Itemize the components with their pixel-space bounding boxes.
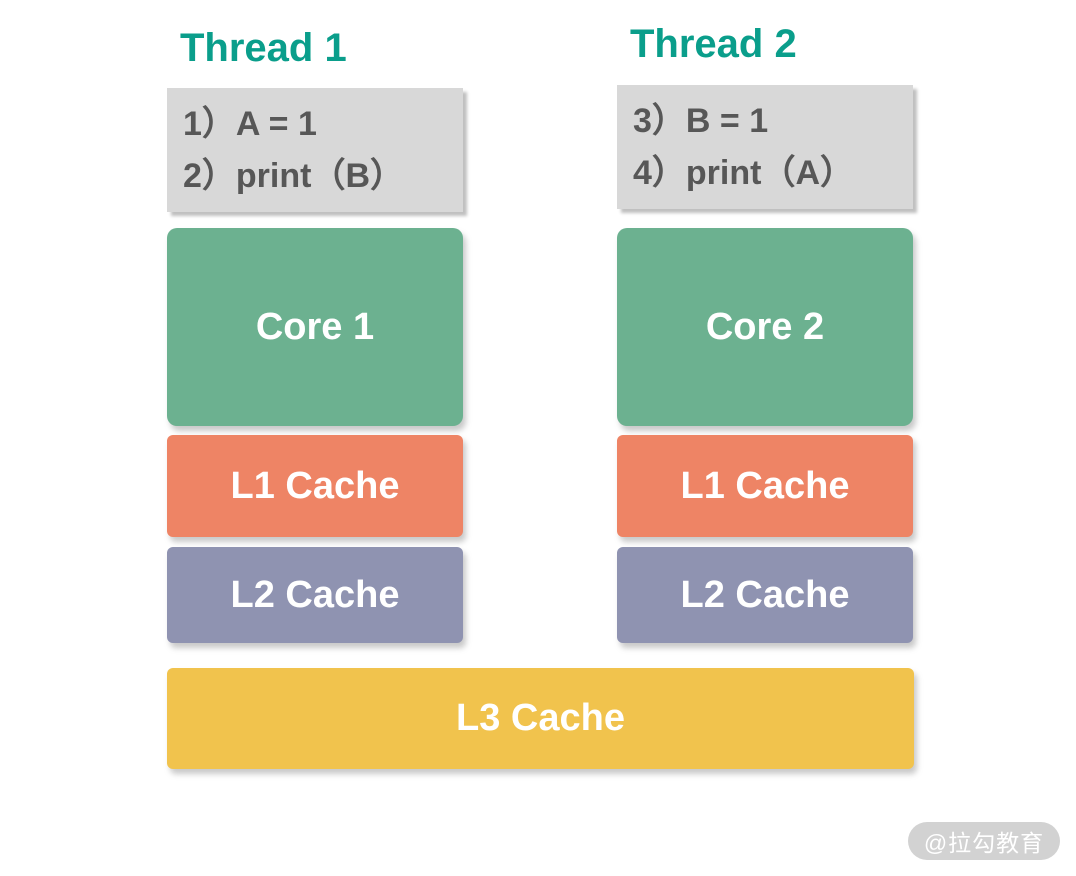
l1-cache-2-box: L1 Cache (617, 435, 913, 537)
l1-cache-1-box: L1 Cache (167, 435, 463, 537)
watermark-badge: @拉勾教育 (908, 822, 1060, 860)
thread-1-code-line-2: 2）print（B） (183, 157, 404, 195)
thread-2-title: Thread 2 (630, 22, 797, 66)
thread-2-column: Thread 2 3）B = 1 4）print（A） Core 2 L1 Ca… (617, 0, 913, 876)
l2-cache-1-box: L2 Cache (167, 547, 463, 643)
thread-2-code-line-1: 3）B = 1 (633, 102, 769, 140)
l2-cache-2-box: L2 Cache (617, 547, 913, 643)
core-1-box: Core 1 (167, 228, 463, 426)
thread-1-code-line-1: 1）A = 1 (183, 105, 317, 143)
thread-2-code-line-2: 4）print（A） (633, 154, 854, 192)
thread-1-title: Thread 1 (180, 26, 347, 70)
l3-cache-box: L3 Cache (167, 668, 914, 769)
thread-1-code-block: 1）A = 1 2）print（B） (167, 88, 463, 212)
thread-2-code-block: 3）B = 1 4）print（A） (617, 85, 913, 209)
core-2-box: Core 2 (617, 228, 913, 426)
thread-1-column: Thread 1 1）A = 1 2）print（B） Core 1 L1 Ca… (167, 0, 463, 876)
